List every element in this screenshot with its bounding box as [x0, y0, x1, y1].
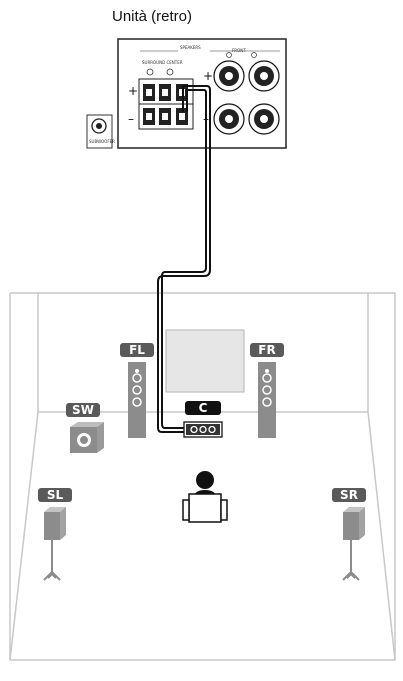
plus-sign-left: +	[128, 84, 138, 98]
speaker-surround-right: SR	[332, 488, 366, 581]
front-binding-posts: FRONT + –	[203, 48, 280, 135]
speaker-subwoofer: SW	[66, 403, 104, 453]
speaker-front-left: FL	[120, 343, 154, 438]
surround-center-label: SURROUND CENTER	[142, 60, 183, 65]
speakers-group-label: SPEAKERS	[180, 45, 201, 50]
unit-title: Unità (retro)	[112, 8, 193, 25]
speaker-surround-left: SL	[38, 488, 72, 581]
surround-center-terminal-block: SURROUND CENTER + –	[128, 60, 194, 130]
subwoofer-jack: SUBWOOFER	[86, 114, 115, 149]
plus-sign-right: +	[203, 69, 213, 83]
front-left-tag: FL	[129, 343, 145, 357]
surround-left-tag: SL	[47, 488, 64, 502]
front-label: FRONT	[232, 48, 246, 53]
subwoofer-jack-label: SUBWOOFER	[89, 139, 115, 144]
listener	[182, 471, 228, 523]
subwoofer-tag: SW	[72, 403, 94, 417]
center-tag: C	[199, 401, 208, 415]
speaker-center: C	[183, 401, 223, 438]
speaker-front-right: FR	[250, 343, 284, 438]
unit-rear-panel: SPEAKERS SURROUND CENTER + –	[117, 38, 287, 149]
center-speaker-cable	[157, 85, 211, 433]
tv	[165, 329, 245, 393]
surround-right-tag: SR	[340, 488, 358, 502]
minus-sign-left: –	[128, 112, 134, 126]
front-right-tag: FR	[258, 343, 275, 357]
